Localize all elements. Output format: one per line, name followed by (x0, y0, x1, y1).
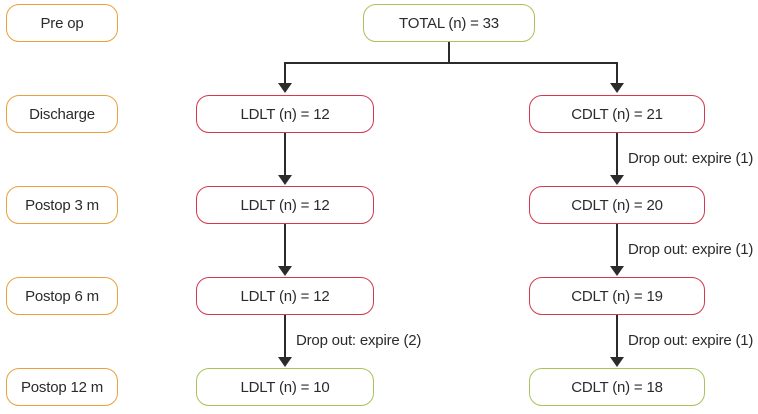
ldlt-box-postop-3m: LDLT (n) = 12 (196, 186, 374, 224)
cdlt-box-postop-3m: CDLT (n) = 20 (529, 186, 705, 224)
stage-box-discharge: Discharge (6, 95, 118, 133)
dropout-label-cdlt-3m-to-6m: Drop out: expire (1) (628, 241, 754, 258)
arrow-cdlt-3m-to-6m (610, 224, 624, 276)
arrow-ldlt-6m-to-12m (278, 315, 292, 367)
dropout-label-cdlt-6m-to-12m: Drop out: expire (1) (628, 332, 754, 349)
stage-box-postop-12m: Postop 12 m (6, 368, 118, 406)
connector-branch-line (284, 62, 618, 64)
arrow-to-ldlt-discharge (278, 62, 292, 93)
ldlt-box-postop-6m: LDLT (n) = 12 (196, 277, 374, 315)
arrow-ldlt-3m-to-6m (278, 224, 292, 276)
arrow-cdlt-6m-to-12m (610, 315, 624, 367)
cdlt-box-discharge: CDLT (n) = 21 (529, 95, 705, 133)
total-box: TOTAL (n) = 33 (363, 4, 535, 42)
ldlt-box-postop-12m: LDLT (n) = 10 (196, 368, 374, 406)
connector-total-stem (448, 42, 450, 63)
dropout-label-ldlt-6m-to-12m: Drop out: expire (2) (296, 332, 422, 349)
stage-box-preop: Pre op (6, 4, 118, 42)
dropout-label-cdlt-discharge-to-3m: Drop out: expire (1) (628, 150, 754, 167)
arrow-ldlt-discharge-to-3m (278, 133, 292, 185)
cdlt-box-postop-12m: CDLT (n) = 18 (529, 368, 705, 406)
ldlt-box-discharge: LDLT (n) = 12 (196, 95, 374, 133)
arrow-cdlt-discharge-to-3m (610, 133, 624, 185)
arrow-to-cdlt-discharge (610, 62, 624, 93)
cdlt-box-postop-6m: CDLT (n) = 19 (529, 277, 705, 315)
stage-box-postop-3m: Postop 3 m (6, 186, 118, 224)
stage-box-postop-6m: Postop 6 m (6, 277, 118, 315)
